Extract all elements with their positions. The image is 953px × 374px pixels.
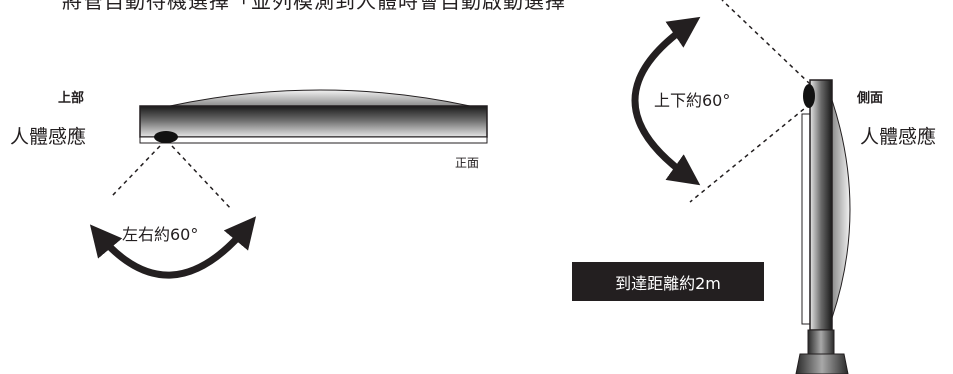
horizontal-angle-label: 左右約60°: [122, 225, 199, 244]
side-view-panel: [809, 79, 833, 331]
top-view-range-line-right: [171, 145, 233, 211]
side-view-monitor: [795, 79, 851, 374]
side-view-range: [631, 0, 811, 203]
side-view-sensor-label: 人體感應: [860, 126, 937, 148]
distance-label: 到達距離約2m: [615, 273, 721, 293]
side-view-stand-base: [795, 353, 849, 374]
distance-badge: 到達距離約2m: [572, 262, 764, 301]
side-view-bezel: [801, 113, 811, 325]
top-view-sensor-range: [89, 145, 257, 279]
top-view-label: 上部: [58, 91, 85, 106]
header-text: 將管自動待機選擇「並列模測到人體時會自動啟動選擇: [62, 0, 566, 13]
side-view-stand-neck: [807, 329, 835, 355]
top-view-monitor: [139, 89, 488, 144]
top-view-angle-arrow: [89, 216, 257, 279]
top-view-bezel: [139, 136, 488, 144]
front-label: 正面: [455, 156, 480, 170]
side-view-sensor: [803, 84, 815, 108]
side-view-back-cover: [831, 99, 851, 319]
side-view-range-line-lower: [689, 103, 811, 203]
side-view-range-line-upper: [721, 0, 811, 85]
top-view-sensor-label: 人體感應: [10, 126, 87, 148]
side-view-label: 側面: [857, 91, 884, 106]
top-view-range-line-left: [111, 145, 161, 197]
side-view-angle-arrow: [631, 16, 701, 186]
top-view-panel: [139, 105, 488, 138]
top-view-sensor: [154, 131, 178, 143]
vertical-angle-label: 上下約60°: [654, 91, 731, 110]
top-view-back-cover: [169, 89, 471, 107]
